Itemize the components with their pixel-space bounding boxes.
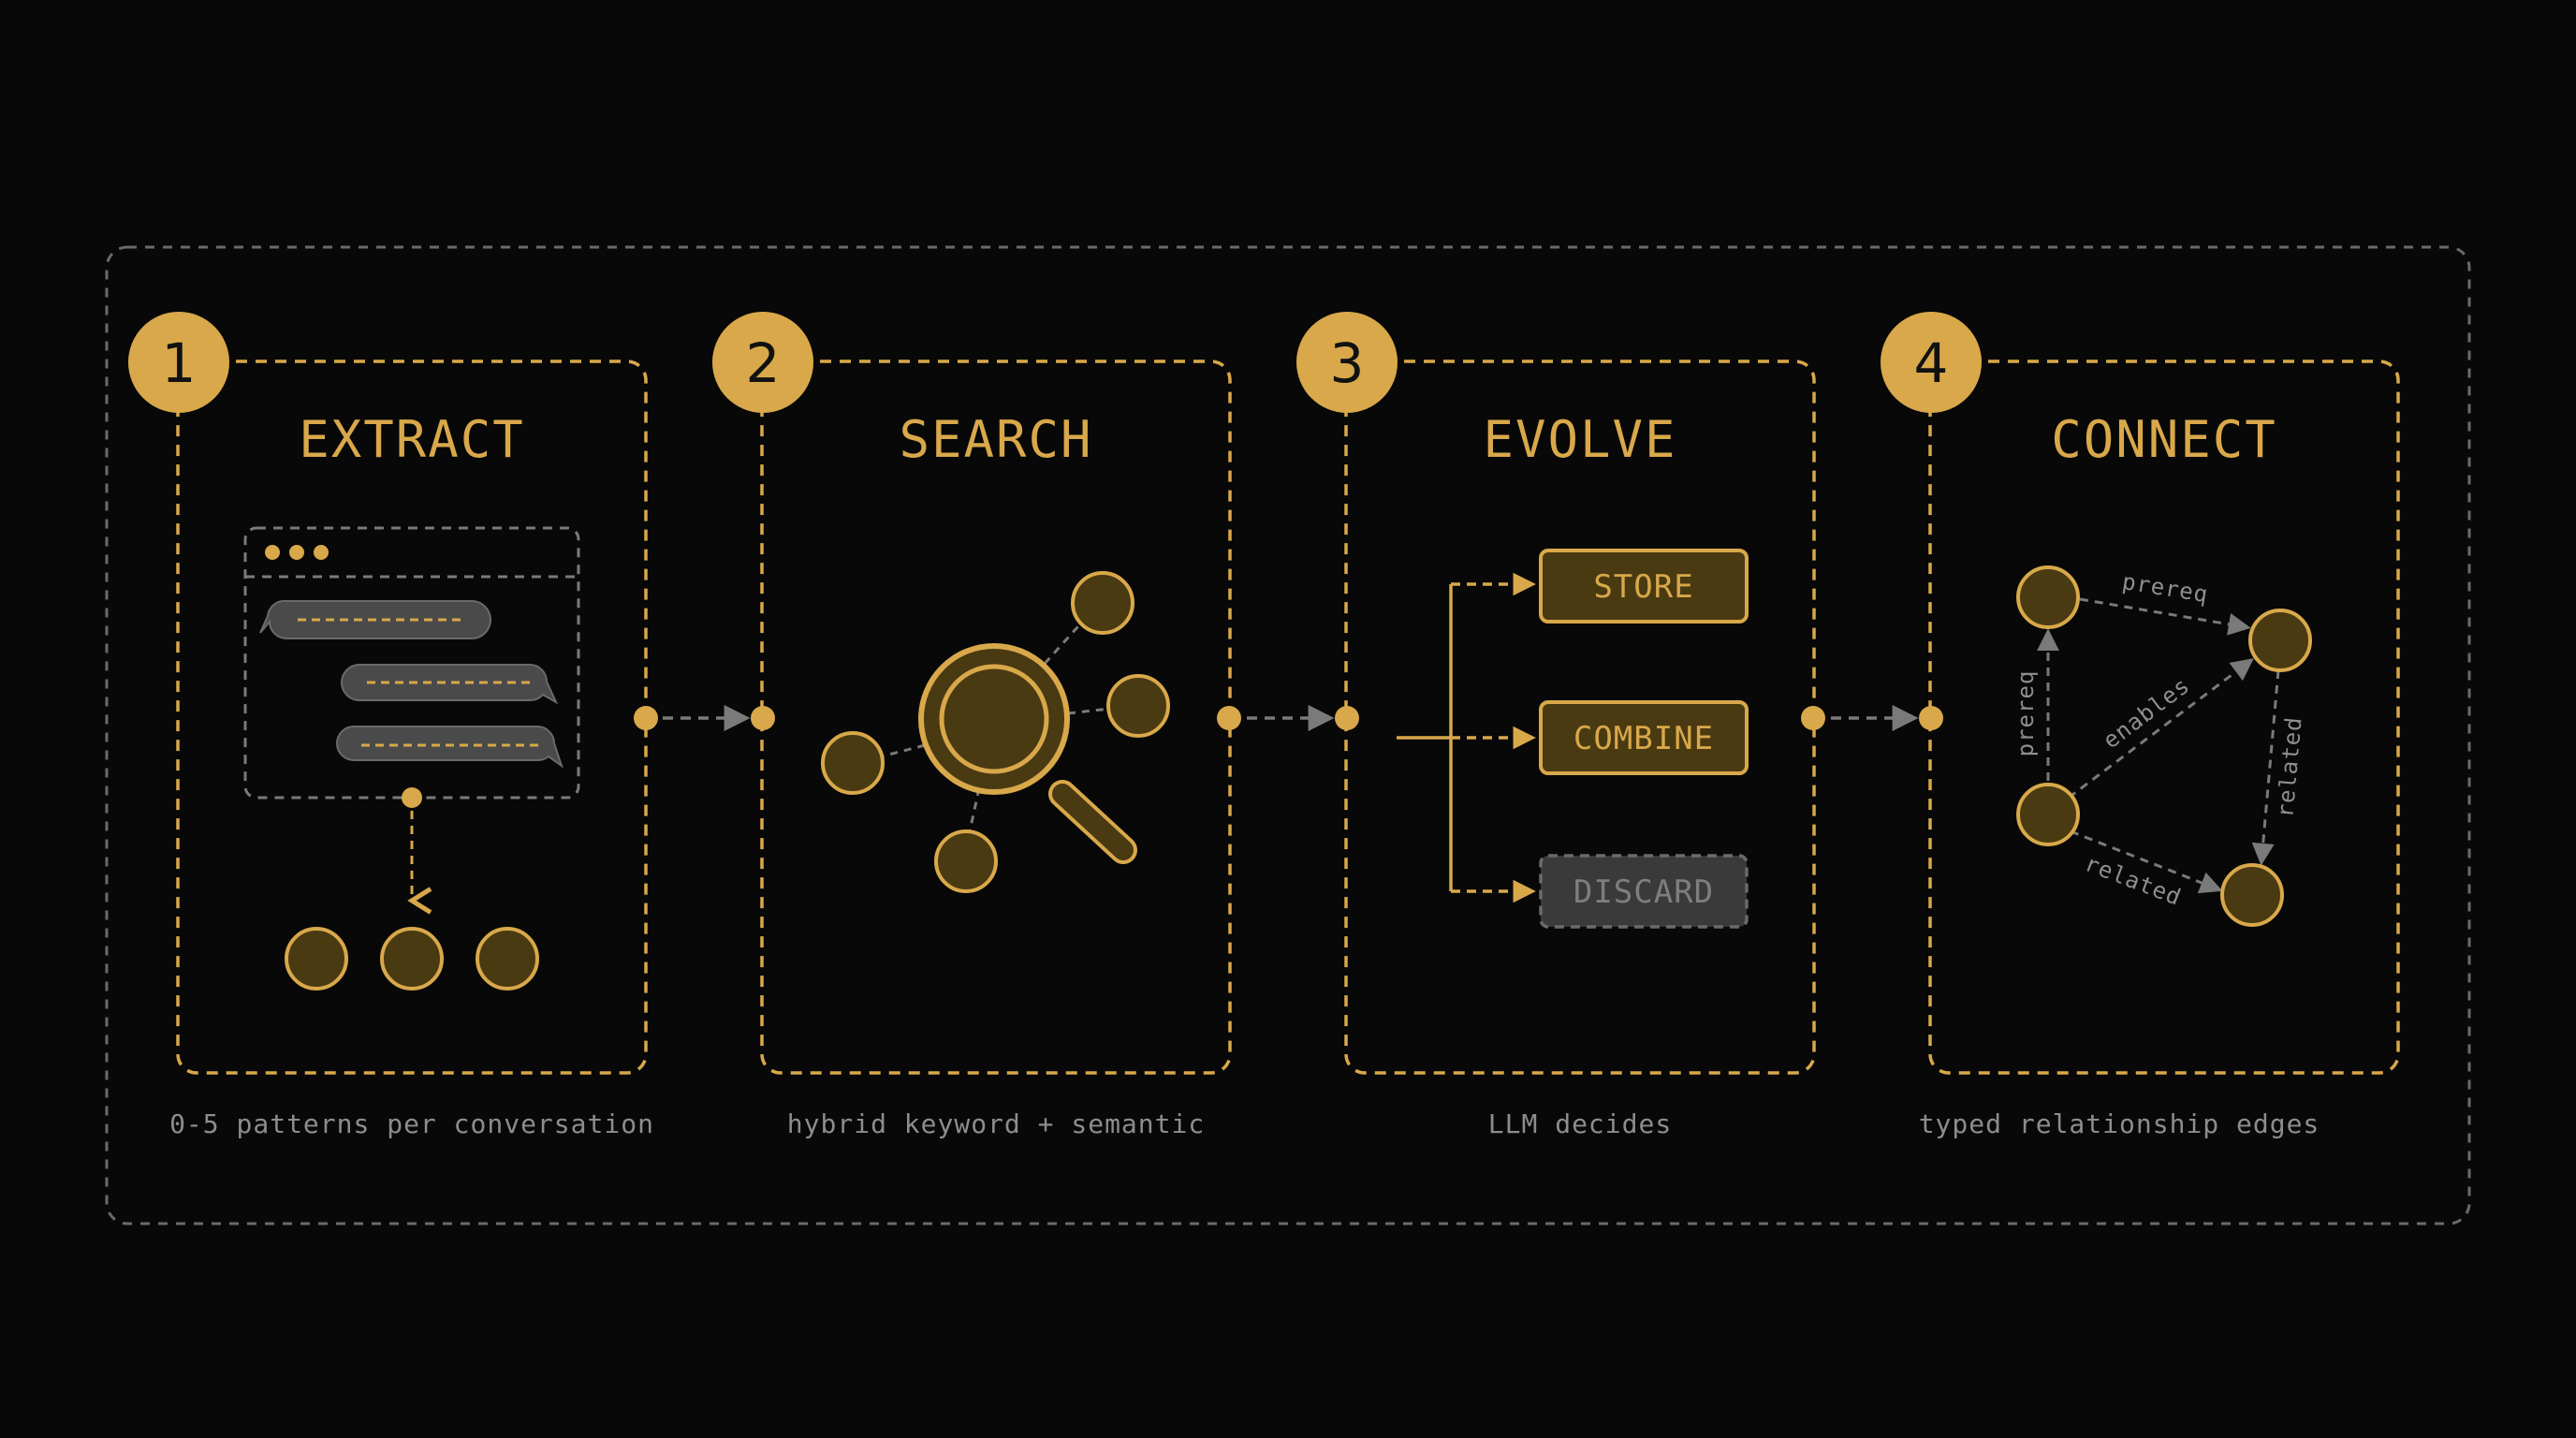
node-icon bbox=[2016, 783, 2080, 846]
connector bbox=[1801, 705, 1943, 731]
step-caption: typed relationship edges bbox=[1919, 1108, 2320, 1139]
step-caption: 0-5 patterns per conversation bbox=[169, 1108, 654, 1139]
node-icon bbox=[476, 927, 539, 990]
step-connect: 4 CONNECT prereq prereq enables related … bbox=[1881, 312, 2400, 1139]
graph-edge bbox=[2079, 597, 2251, 636]
step-caption: LLM decides bbox=[1488, 1108, 1672, 1139]
magnifier-icon bbox=[821, 571, 1170, 893]
node-icon bbox=[1217, 706, 1241, 730]
step-number: 3 bbox=[1330, 331, 1365, 395]
connector bbox=[1217, 705, 1359, 731]
step-card bbox=[1928, 360, 2400, 1075]
node-icon bbox=[380, 927, 444, 990]
node-icon bbox=[634, 706, 658, 730]
step-badge bbox=[712, 312, 813, 413]
graph-edge bbox=[2070, 829, 2223, 894]
step-evolve: 3 EVOLVE STORE COMBINE DISCARD LLM decid… bbox=[1296, 312, 1816, 1139]
chat-window-icon bbox=[243, 526, 580, 800]
step-title: CONNECT bbox=[2051, 410, 2277, 469]
graph-edge bbox=[2251, 669, 2280, 866]
outer-frame bbox=[105, 245, 2471, 1225]
node-icon bbox=[2016, 565, 2080, 629]
combine-label: COMBINE bbox=[1573, 720, 1714, 757]
decision-branches bbox=[1397, 572, 1536, 903]
combine-option: COMBINE bbox=[1539, 700, 1749, 775]
step-caption: hybrid keyword + semantic bbox=[787, 1108, 1205, 1139]
connector bbox=[634, 705, 775, 731]
node-icon bbox=[751, 706, 775, 730]
step-number: 2 bbox=[746, 331, 781, 395]
node-icon bbox=[285, 927, 348, 990]
step-badge bbox=[1881, 312, 1982, 413]
step-badge bbox=[1296, 312, 1398, 413]
edge-label: related bbox=[2081, 850, 2185, 911]
node-icon bbox=[1801, 706, 1825, 730]
graph-edge bbox=[2068, 658, 2254, 800]
step-number: 4 bbox=[1914, 331, 1949, 395]
step-title: SEARCH bbox=[899, 410, 1092, 469]
node-icon bbox=[2220, 863, 2284, 927]
discard-label: DISCARD bbox=[1573, 873, 1714, 911]
node-icon bbox=[402, 787, 422, 808]
node-icon bbox=[1335, 706, 1359, 730]
step-title: EVOLVE bbox=[1483, 410, 1676, 469]
graph-icon: prereq prereq enables related related bbox=[2012, 565, 2312, 927]
node-icon bbox=[1919, 706, 1943, 730]
step-badge bbox=[128, 312, 229, 413]
step-search: 2 SEARCH hybrid keyword + semantic bbox=[712, 312, 1232, 1139]
step-number: 1 bbox=[162, 331, 197, 395]
store-option: STORE bbox=[1539, 549, 1749, 624]
edge-label: prereq bbox=[2012, 670, 2039, 757]
step-title: EXTRACT bbox=[299, 410, 525, 469]
node-icon bbox=[2248, 609, 2312, 672]
store-label: STORE bbox=[1593, 568, 1693, 606]
discard-option: DISCARD bbox=[1539, 854, 1749, 929]
edge-label: prereq bbox=[2120, 568, 2210, 608]
edge-label: related bbox=[2272, 715, 2306, 818]
step-extract: 1 EXTRACT 0-5 patterns per conversation bbox=[128, 312, 654, 1139]
